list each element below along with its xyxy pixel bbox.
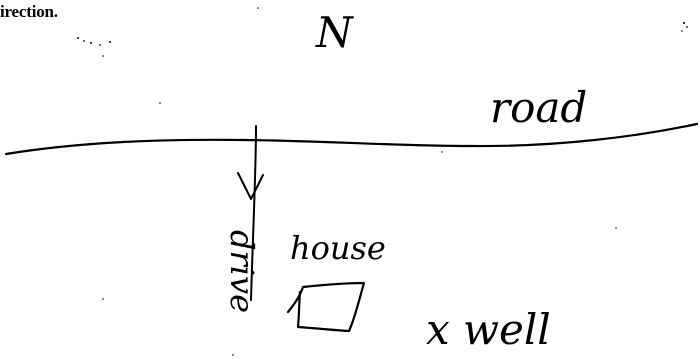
drive-line (250, 125, 257, 301)
drive-label: drive (223, 230, 261, 313)
north-label: N (315, 8, 354, 57)
well-label: x well (426, 305, 551, 354)
house-label: house (290, 229, 386, 267)
page-text-fragment: irection. (0, 2, 58, 21)
drive-arrow-icon (237, 172, 264, 200)
road-line (4, 122, 699, 156)
scan-specks (77, 7, 688, 356)
house-square (286, 281, 366, 333)
road-label: road (490, 83, 587, 132)
